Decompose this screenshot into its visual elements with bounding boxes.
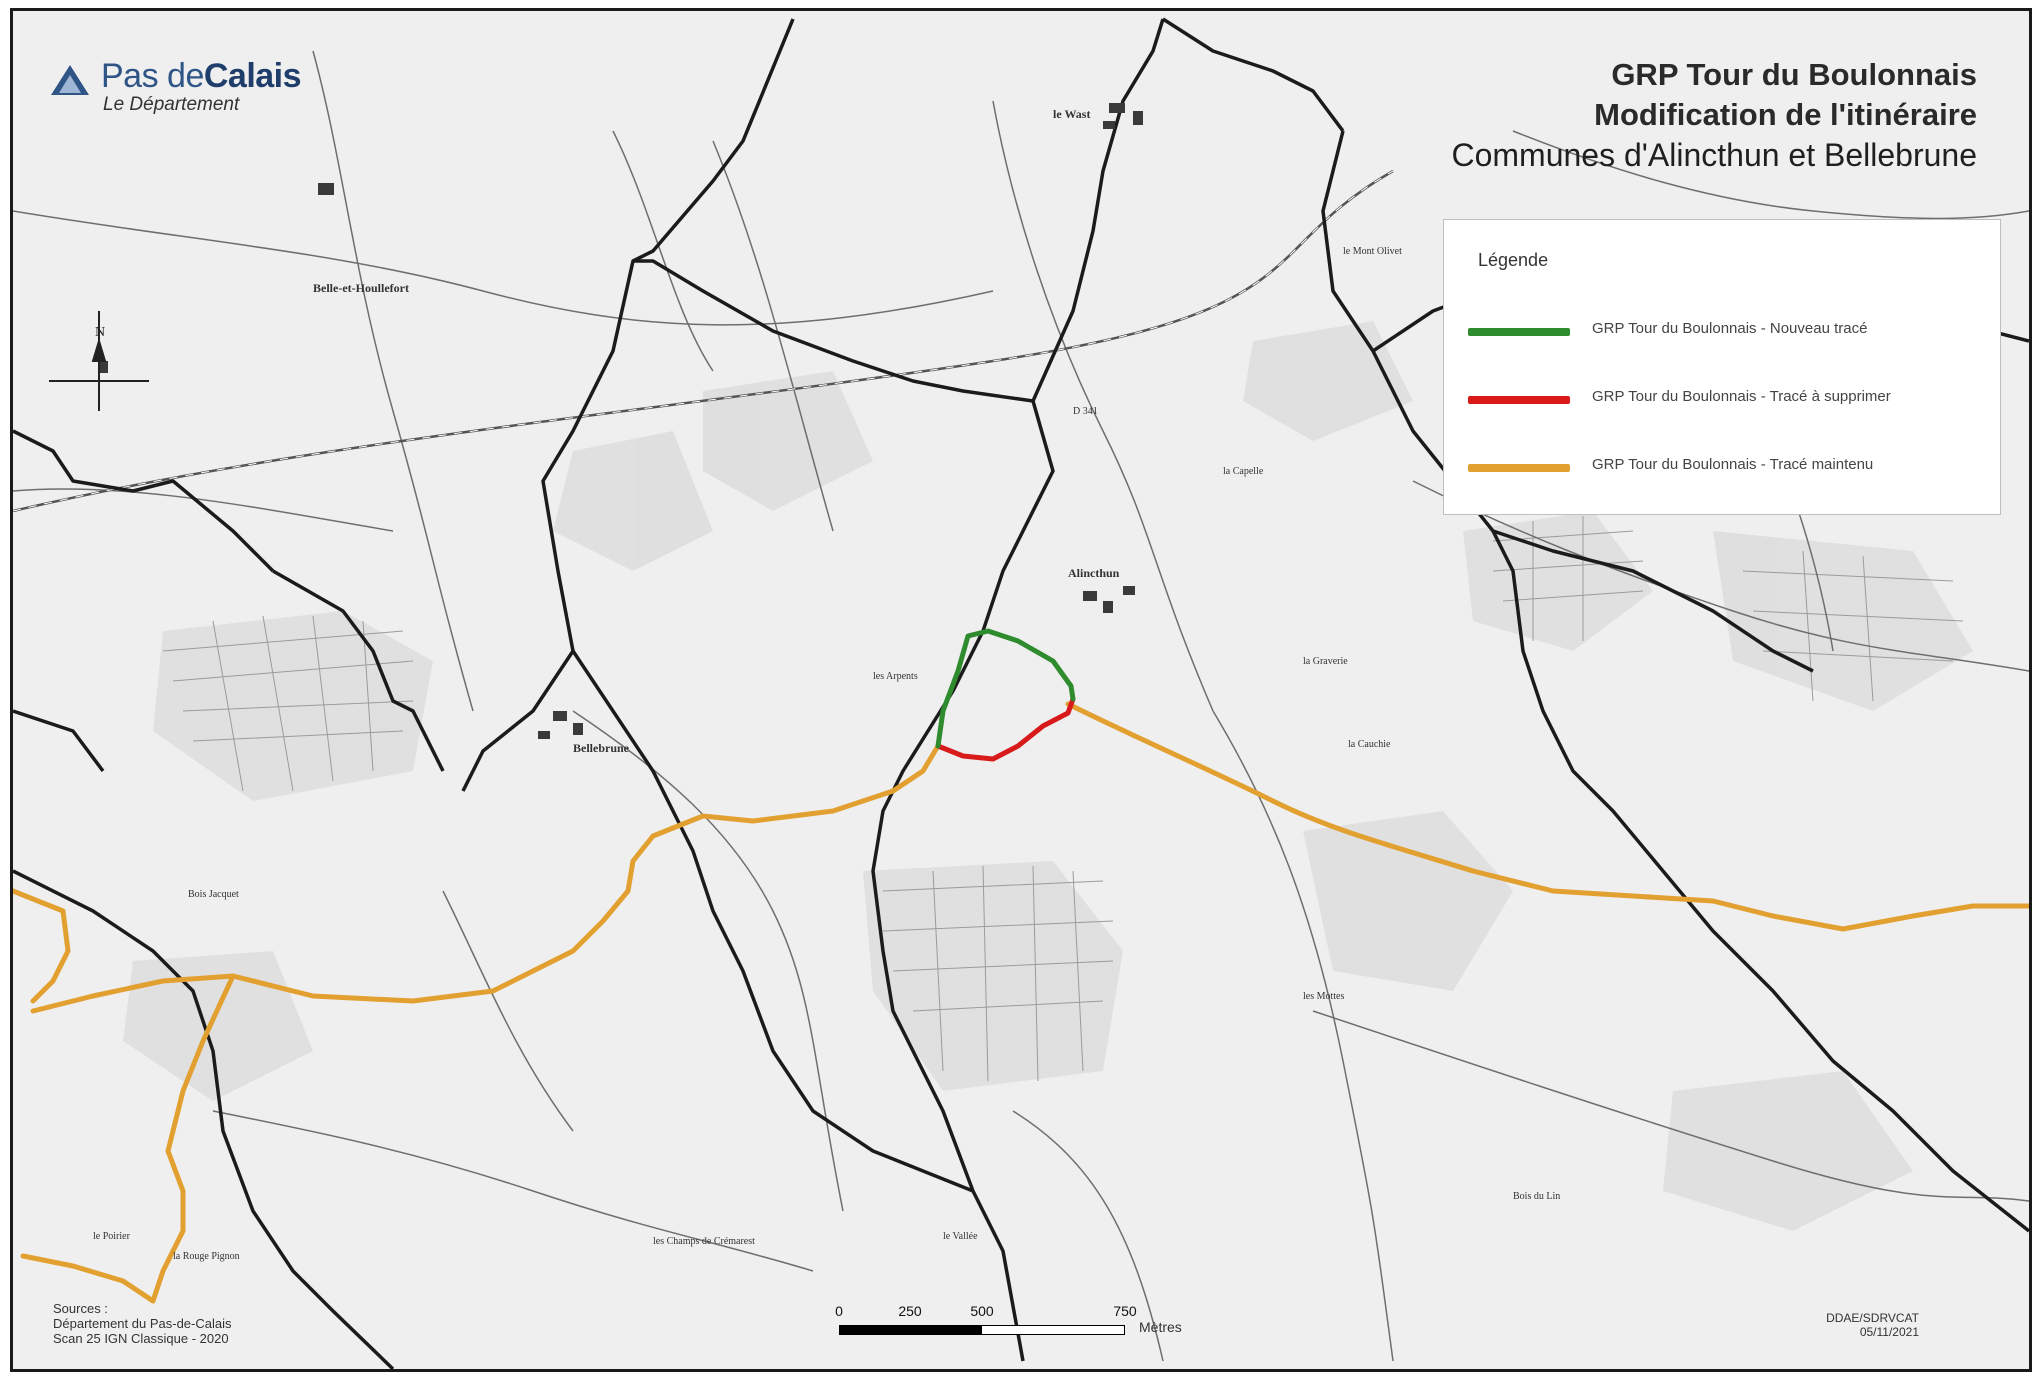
title-line-3: Communes d'Alincthun et Bellebrune <box>1451 137 1977 173</box>
place-label: les Mottes <box>1303 991 1345 1002</box>
route-new <box>935 628 1076 749</box>
legend-item-maintained: GRP Tour du Boulonnais - Tracé maintenu <box>1468 456 1988 478</box>
place-label: la Rouge Pignon <box>173 1251 240 1262</box>
place-label: Belle-et-Houllefort <box>313 281 409 295</box>
sources-line: Scan 25 IGN Classique - 2020 <box>53 1331 229 1346</box>
title-line-2: Modification de l'itinéraire <box>1594 97 1977 132</box>
place-label: la Capelle <box>1223 466 1264 477</box>
legend-item-removed: GRP Tour du Boulonnais - Tracé à supprim… <box>1468 388 1988 410</box>
field-lines <box>162 516 1964 1082</box>
secondary-roads <box>13 50 2029 1362</box>
place-label: le Vallée <box>943 1231 978 1242</box>
place-label: la Cauchie <box>1348 739 1391 750</box>
railway <box>13 169 1394 513</box>
scale-unit: Mètres <box>1139 1319 1182 1335</box>
legend-swatch-green <box>1468 328 1570 336</box>
map-reference: DDAE/SDRVCAT 05/11/2021 <box>1826 1311 1919 1339</box>
place-label: Bois du Lin <box>1513 1191 1561 1202</box>
scale-tick: 750 <box>1113 1303 1137 1319</box>
legend-title: Légende <box>1478 250 1549 270</box>
reference-line: DDAE/SDRVCAT <box>1826 1311 1919 1325</box>
scale-tick: 250 <box>898 1303 922 1319</box>
place-label: le Wast <box>1053 107 1091 121</box>
terrain-shading <box>123 321 1973 1231</box>
map-title: GRP Tour du Boulonnais Modification de l… <box>1451 55 1977 175</box>
sources-line: Département du Pas-de-Calais <box>53 1316 232 1331</box>
place-label: les Champs de Crémarest <box>653 1236 755 1247</box>
road-label: D 341 <box>1073 406 1098 417</box>
map-frame: N le Wast Belle-et-Houllefort Alincthun … <box>10 8 2032 1372</box>
scale-tick: 500 <box>970 1303 994 1319</box>
legend-item-new: GRP Tour du Boulonnais - Nouveau tracé <box>1468 320 1988 342</box>
north-arrow-icon: N <box>49 311 149 411</box>
legend-label: GRP Tour du Boulonnais - Tracé maintenu <box>1592 456 1874 473</box>
route-maintained <box>13 701 2029 1304</box>
place-label: le Mont Olivet <box>1343 246 1402 257</box>
scale-bar: 0 250 500 750 Mètres <box>835 1303 1182 1341</box>
place-label: le Poirier <box>93 1231 130 1242</box>
logo-name-light: Pas de <box>101 57 204 95</box>
legend-label: GRP Tour du Boulonnais - Tracé à supprim… <box>1592 388 1891 405</box>
scale-tick: 0 <box>835 1303 843 1319</box>
title-line-1: GRP Tour du Boulonnais <box>1611 57 1977 92</box>
village-clusters <box>98 103 1143 739</box>
department-logo: Pas deCalais Le Département <box>51 57 302 116</box>
logo-mark-icon <box>51 65 89 95</box>
svg-text:N: N <box>95 325 105 340</box>
legend-swatch-red <box>1468 396 1570 404</box>
route-removed <box>935 696 1076 762</box>
map-canvas[interactable]: N <box>13 11 2029 1369</box>
legend-label: GRP Tour du Boulonnais - Nouveau tracé <box>1592 320 1868 337</box>
place-label: les Arpents <box>873 671 918 682</box>
place-label: la Graverie <box>1303 656 1348 667</box>
place-label: Bellebrune <box>573 741 629 755</box>
map-legend: Légende GRP Tour du Boulonnais - Nouveau… <box>1443 219 2001 515</box>
sources-heading: Sources : <box>53 1301 108 1316</box>
legend-swatch-orange <box>1468 464 1570 472</box>
logo-name-bold: Calais <box>203 57 302 95</box>
logo-subtitle: Le Département <box>103 94 240 115</box>
place-label: Bois Jacquet <box>188 889 239 900</box>
place-label: Alincthun <box>1068 566 1120 580</box>
scale-bar-graphic <box>839 1325 1125 1335</box>
reference-line: 05/11/2021 <box>1859 1325 1919 1339</box>
map-sources: Sources : Département du Pas-de-Calais S… <box>53 1301 231 1346</box>
